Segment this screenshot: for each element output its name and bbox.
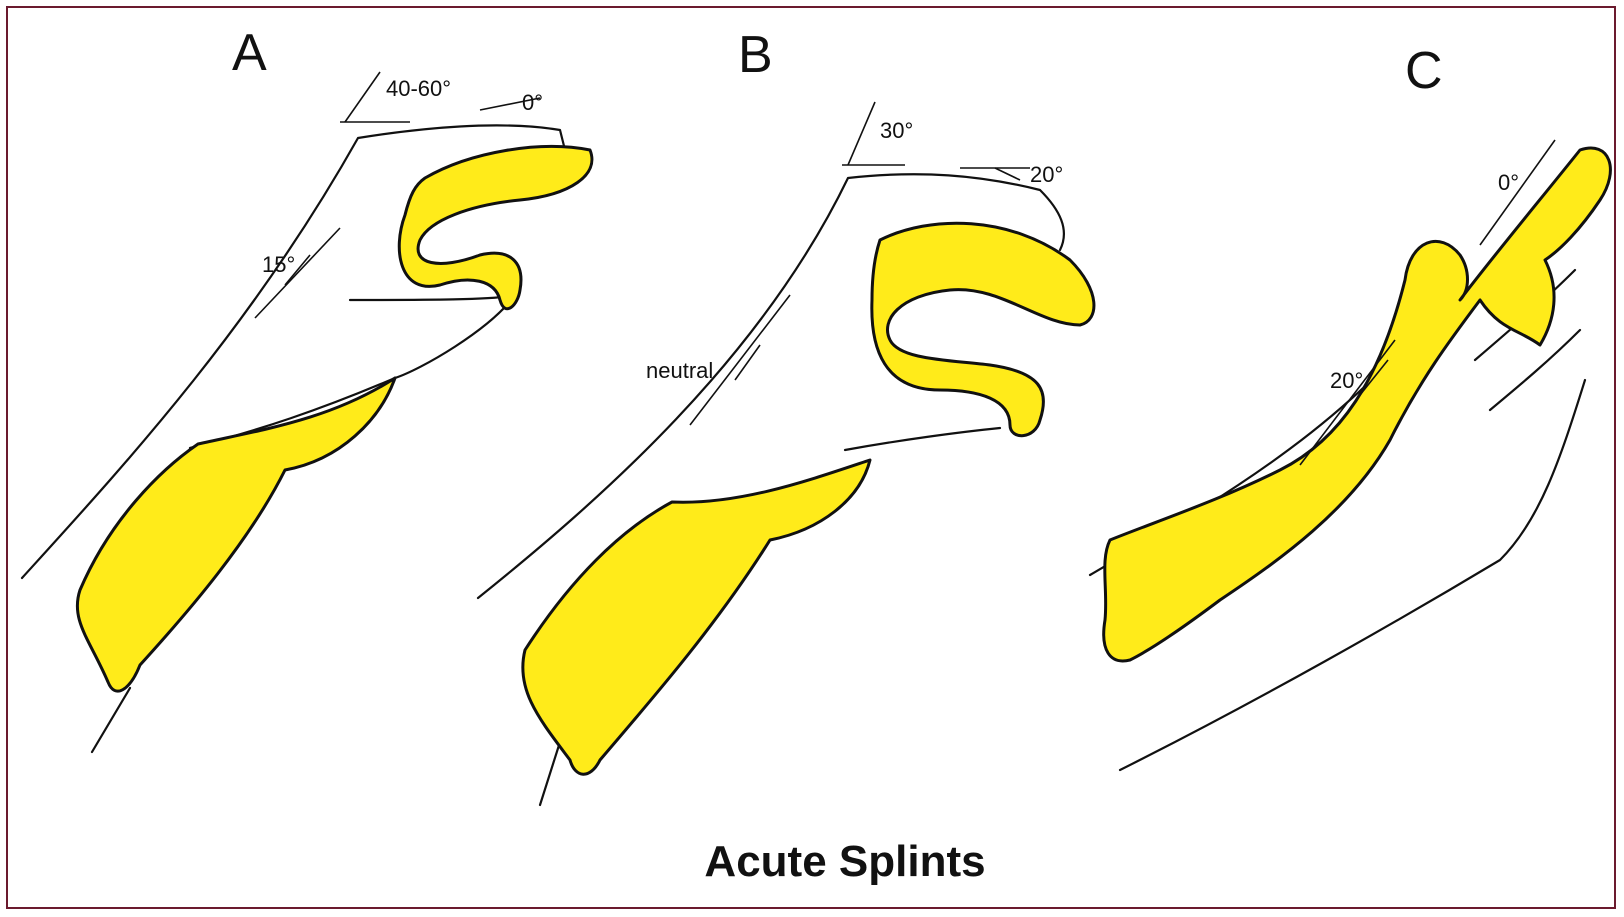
panel-a-forearm-splint	[77, 378, 395, 691]
panel-b-forearm-splint	[523, 460, 870, 774]
panel-c-wrist-angle: 20°	[1330, 368, 1363, 393]
figure-caption: Acute Splints	[704, 837, 985, 886]
panel-a-wrist-angle: 15°	[262, 252, 295, 277]
panel-c-finger-angle: 0°	[1498, 170, 1519, 195]
panel-b-wrist-angle: neutral	[646, 358, 713, 383]
panel-a-mcp-guide-1	[345, 72, 380, 122]
panel-a-letter: A	[232, 24, 267, 82]
panel-a-finger-angle: 0°	[522, 90, 543, 115]
panel-b: B neutral 30° 20°	[478, 26, 1094, 805]
panel-b-hand-splint	[872, 223, 1094, 435]
panel-b-mcp-angle: 30°	[880, 118, 913, 143]
panel-b-letter: B	[738, 26, 773, 84]
panel-c: C 20° 0°	[1090, 42, 1610, 770]
panel-a-mcp-angle: 40-60°	[386, 76, 451, 101]
panel-b-finger-angle: 20°	[1030, 162, 1063, 187]
panel-a: A 15° 40-60° 0°	[22, 24, 592, 752]
panel-c-splint	[1104, 148, 1611, 661]
panel-b-finger-guide-2	[995, 168, 1020, 180]
panel-b-mcp-guide-1	[848, 102, 875, 165]
panel-a-hand-splint	[399, 146, 592, 308]
panel-c-letter: C	[1405, 42, 1443, 100]
